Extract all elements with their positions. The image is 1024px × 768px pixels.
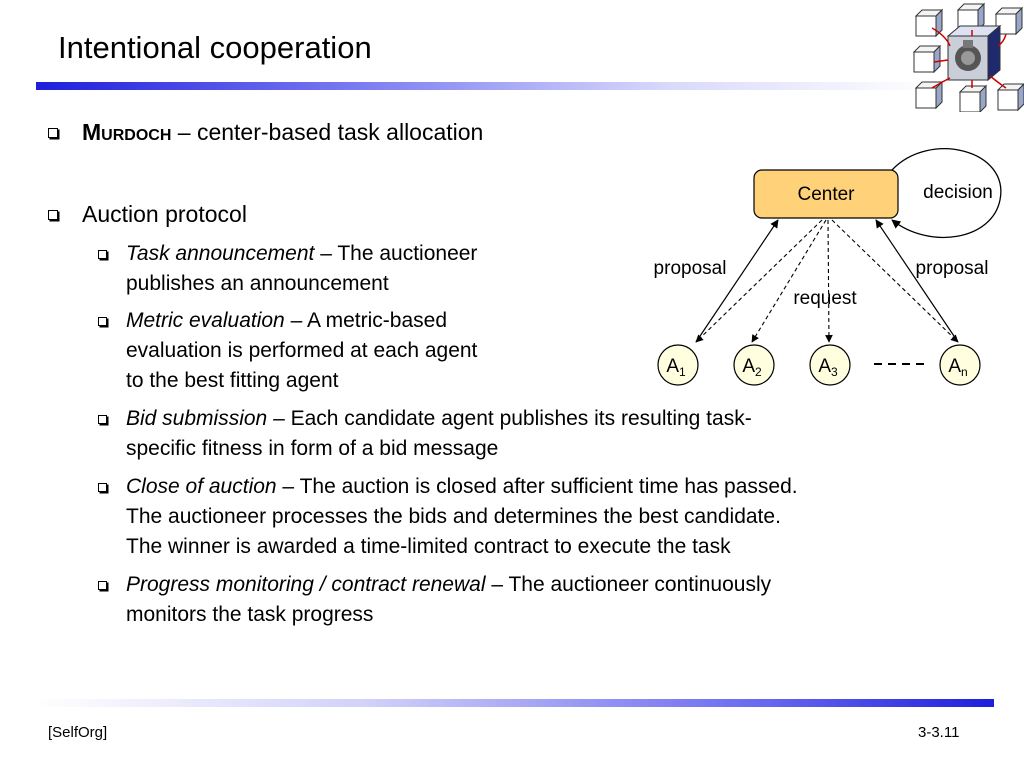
- bullet-box-icon: [98, 250, 107, 259]
- auction-diagram: Center decision proposal proposal reques…: [654, 148, 1002, 386]
- line: – The auctioneer: [314, 242, 478, 265]
- line: monitors the task progress: [126, 603, 374, 626]
- svg-text:A1: A1: [666, 356, 686, 379]
- bullet-box-icon: [98, 483, 107, 492]
- proposal-arrow-right: [875, 219, 959, 343]
- line: – Each candidate agent publishes its res…: [267, 407, 752, 430]
- proposal-arrow-left: [695, 219, 779, 343]
- footer-rule: [36, 699, 994, 707]
- agent-node-an: An: [939, 344, 981, 386]
- bullet-box-icon: [98, 415, 107, 424]
- center-label: Center: [797, 184, 855, 205]
- bullet-box-icon: [48, 128, 58, 138]
- line: evaluation is performed at each agent: [126, 339, 478, 362]
- subbullet-metric-evaluation: Metric evaluation – A metric-based evalu…: [98, 306, 477, 396]
- slide-title: Intentional cooperation: [58, 30, 372, 65]
- line: – A metric-based: [284, 309, 447, 332]
- subbullet-close-of-auction: Close of auction – The auction is closed…: [98, 472, 798, 562]
- request-label: request: [793, 288, 857, 309]
- decision-loop-arrow: [891, 148, 1002, 239]
- bullet-box-icon: [98, 581, 107, 590]
- murdoch-term: Murdoch: [82, 119, 172, 145]
- request-arrow-a2: [751, 219, 827, 343]
- line: The auctioneer processes the bids and de…: [126, 505, 781, 528]
- bullet-text: – center-based task allocation: [171, 119, 484, 145]
- line: – The auction is closed after sufficient…: [276, 475, 798, 498]
- term: Metric evaluation: [126, 309, 285, 332]
- term: Close of auction: [126, 475, 277, 498]
- decision-label: decision: [923, 182, 993, 203]
- agent-node-a1: A1: [657, 344, 699, 386]
- subbullet-task-announcement: Task announcement – The auctioneer publi…: [98, 239, 477, 299]
- term: Progress monitoring / contract renewal: [126, 573, 486, 596]
- request-arrow-an: [831, 219, 959, 343]
- subbullet-progress-monitoring: Progress monitoring / contract renewal –…: [98, 570, 771, 630]
- request-arrow-a1: [695, 219, 823, 343]
- subbullet-bid-submission: Bid submission – Each candidate agent pu…: [98, 404, 752, 464]
- bullet-text: Auction protocol: [82, 201, 247, 227]
- svg-text:A2: A2: [742, 356, 762, 379]
- proposal-right-label: proposal: [916, 258, 989, 279]
- term: Bid submission: [126, 407, 268, 430]
- line: – The auctioneer continuously: [485, 573, 772, 596]
- line: specific fitness in form of a bid messag…: [126, 437, 499, 460]
- slide-number: 3-3.11: [918, 724, 960, 741]
- agent-node-a2: A2: [733, 344, 775, 386]
- svg-text:A3: A3: [818, 356, 838, 379]
- proposal-left-label: proposal: [654, 258, 727, 279]
- footer-source: [SelfOrg]: [48, 724, 108, 741]
- svg-text:An: An: [948, 356, 967, 379]
- request-arrow-a3: [825, 219, 833, 343]
- bullet-auction-protocol: Auction protocol: [48, 200, 247, 229]
- title-underline: [36, 82, 934, 90]
- term: Task announcement: [126, 242, 315, 265]
- bullet-murdoch: Murdoch – center-based task allocation: [48, 118, 483, 147]
- center-node: [753, 169, 899, 219]
- line: to the best fitting agent: [126, 369, 339, 392]
- line: publishes an announcement: [126, 272, 389, 295]
- line: The winner is awarded a time-limited con…: [126, 535, 731, 558]
- cube-network-icon: [913, 3, 1024, 112]
- bullet-box-icon: [98, 317, 107, 326]
- agent-node-a3: A3: [809, 344, 851, 386]
- bullet-box-icon: [48, 210, 58, 220]
